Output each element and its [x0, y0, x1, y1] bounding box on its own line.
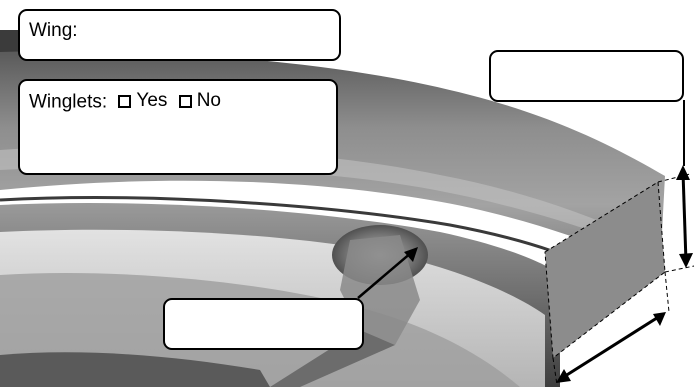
winglets-yes-option[interactable]: Yes	[118, 90, 167, 112]
winglets-label-box: Winglets: Yes No	[18, 79, 338, 175]
chord-dash-right	[665, 272, 669, 312]
pylon-label-box[interactable]	[163, 298, 364, 350]
winglets-no-checkbox[interactable]	[179, 95, 192, 108]
winglets-label: Winglets:	[29, 92, 107, 113]
winglets-yes-checkbox[interactable]	[118, 95, 131, 108]
wingtip-dimension-box[interactable]	[489, 50, 684, 102]
wing-label: Wing:	[29, 20, 78, 41]
winglets-no-label: No	[197, 90, 221, 112]
winglets-no-option[interactable]: No	[179, 90, 221, 112]
wing-label-box[interactable]: Wing:	[18, 9, 341, 61]
tip-dash-bottom	[665, 266, 694, 272]
winglets-yes-label: Yes	[136, 90, 167, 112]
thickness-arrow	[676, 165, 693, 268]
